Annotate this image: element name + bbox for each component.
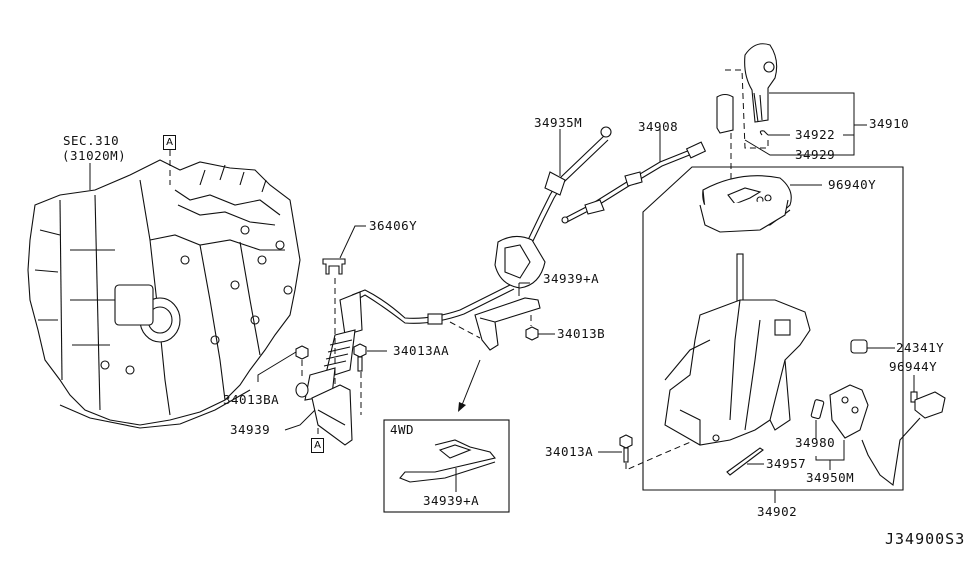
part-label-34939-plus-a-4wd[interactable]: 34939+A <box>423 493 480 508</box>
part-label-24341Y[interactable]: 24341Y <box>896 340 945 355</box>
bracket-34939-drawing <box>311 384 353 446</box>
part-label-34013A[interactable]: 34013A <box>545 444 594 459</box>
diagram-code: J34900S3 <box>885 530 966 548</box>
part-label-34935M[interactable]: 34935M <box>534 115 583 130</box>
part-label-34922[interactable]: 34922 <box>795 127 836 142</box>
indicator-96940Y-drawing <box>699 175 792 233</box>
shifter-body-drawing <box>664 299 811 446</box>
solenoid-34950M-drawing <box>829 384 869 439</box>
bolt-34013A-drawing <box>619 434 633 463</box>
bolt-34013AA-drawing <box>353 343 367 372</box>
shift-knob-drawing <box>744 43 778 123</box>
boot-34929-drawing <box>716 93 734 134</box>
section-ref-line2: (31020M) <box>62 148 127 163</box>
bracket-drawing <box>474 297 541 351</box>
switch-34980-drawing <box>810 399 825 420</box>
shift-cable-drawing <box>304 126 612 401</box>
part-label-34929[interactable]: 34929 <box>795 147 836 162</box>
bracket-4wd-drawing <box>399 439 496 483</box>
part-label-34013B[interactable]: 34013B <box>557 326 606 341</box>
transmission-drawing <box>27 159 301 429</box>
part-label-96940Y[interactable]: 96940Y <box>828 177 877 192</box>
part-label-34950M[interactable]: 34950M <box>806 470 855 485</box>
part-label-34908[interactable]: 34908 <box>638 119 679 134</box>
part-label-36406Y[interactable]: 36406Y <box>369 218 418 233</box>
ref-marker-top: A <box>163 135 176 150</box>
part-label-34910[interactable]: 34910 <box>869 116 910 131</box>
part-label-34939[interactable]: 34939 <box>230 422 271 437</box>
part-label-34902[interactable]: 34902 <box>757 504 798 519</box>
part-label-34013BA[interactable]: 34013BA <box>223 392 280 407</box>
nut-34013B-drawing <box>525 326 539 341</box>
inset-label-4wd: 4WD <box>390 422 415 437</box>
clip-36406Y-drawing <box>322 258 346 275</box>
part-label-34013AA[interactable]: 34013AA <box>393 343 450 358</box>
harness-96944Y-drawing <box>861 391 946 487</box>
part-label-34980[interactable]: 34980 <box>795 435 836 450</box>
pin-34957-drawing <box>726 447 764 476</box>
part-label-96944Y[interactable]: 96944Y <box>889 359 938 374</box>
part-label-34939-plus-a[interactable]: 34939+A <box>543 271 600 286</box>
part-label-34957[interactable]: 34957 <box>766 456 807 471</box>
connector-24341Y-drawing <box>850 339 868 354</box>
interlock-cable-drawing <box>561 141 707 224</box>
section-ref-line1: SEC.310 <box>63 133 120 148</box>
ref-marker-bottom: A <box>311 438 324 453</box>
